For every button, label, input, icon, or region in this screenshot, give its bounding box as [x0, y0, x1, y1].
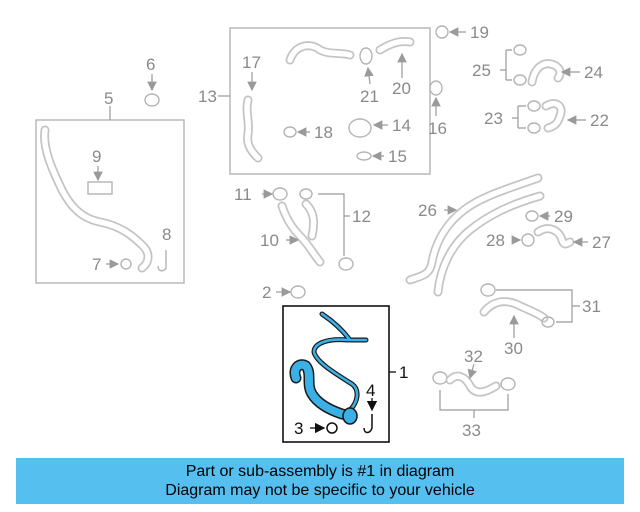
callout-27: 27 [592, 233, 611, 252]
group-13-box [229, 27, 431, 175]
callout-7: 7 [92, 255, 101, 274]
clamp-18 [283, 126, 297, 138]
callout-labels: 1 2 3 4 5 6 7 8 9 10 11 12 13 14 15 16 1… [92, 23, 611, 440]
callout-26: 26 [418, 201, 437, 220]
clip-4 [363, 414, 373, 434]
group-5 [35, 106, 185, 284]
callout-33: 33 [462, 421, 481, 440]
callout-4: 4 [366, 381, 375, 400]
clamp-21 [359, 47, 373, 65]
clamp-25a [513, 44, 527, 56]
clamp-33a [432, 371, 448, 385]
callout-13: 13 [198, 87, 217, 106]
hose-end-fitting [342, 407, 358, 425]
callout-19: 19 [470, 23, 489, 42]
callout-15: 15 [388, 147, 407, 166]
clip-15 [356, 151, 372, 161]
clamp-33b [500, 377, 516, 391]
clamp-25b [513, 74, 527, 86]
clamp-31a [480, 283, 496, 297]
callout-10: 10 [260, 231, 279, 250]
clamp-2 [290, 285, 306, 299]
callout-20: 20 [392, 79, 411, 98]
callout-22: 22 [590, 111, 609, 130]
group-13 [218, 27, 431, 175]
clamp-29 [525, 210, 539, 222]
oring-3 [326, 422, 338, 434]
clamp-12a [299, 188, 313, 200]
callout-1: 1 [399, 363, 408, 382]
callout-25: 25 [472, 61, 491, 80]
group-1-highlighted [282, 305, 396, 443]
group-1-box [282, 305, 390, 443]
callout-6: 6 [146, 55, 155, 74]
banner-line-2: Diagram may not be specific to your vehi… [165, 482, 475, 499]
group-5-box [35, 119, 185, 284]
clamp-19 [435, 25, 449, 39]
callout-2: 2 [262, 283, 271, 302]
callout-30: 30 [504, 339, 523, 358]
callout-11: 11 [234, 185, 252, 204]
oring-7 [120, 258, 132, 270]
connector-14 [348, 118, 372, 138]
callout-18: 18 [314, 123, 333, 142]
bracket-9 [87, 181, 113, 195]
callout-28: 28 [486, 231, 505, 250]
info-banner: Part or sub-assembly is #1 in diagram Di… [16, 458, 624, 504]
callout-3: 3 [294, 419, 303, 438]
clamp-23b [527, 122, 541, 134]
callout-14: 14 [392, 116, 411, 135]
callout-29: 29 [554, 207, 573, 226]
clamp-23a [527, 100, 541, 112]
banner-line-1: Part or sub-assembly is #1 in diagram [185, 463, 455, 480]
callout-5: 5 [104, 89, 113, 108]
callout-12: 12 [352, 207, 371, 226]
callout-23: 23 [484, 109, 503, 128]
callout-24: 24 [584, 63, 603, 82]
callout-16: 16 [428, 119, 447, 138]
clamp-31b [541, 316, 555, 328]
callout-8: 8 [162, 225, 171, 244]
callout-17: 17 [242, 53, 261, 72]
clamp-16 [429, 80, 443, 96]
clamp-6 [144, 93, 160, 107]
clamp-28 [521, 233, 535, 247]
clip-8 [157, 250, 167, 272]
callout-9: 9 [92, 147, 101, 166]
callout-32: 32 [464, 347, 483, 366]
clamp-11 [272, 187, 288, 201]
callout-31: 31 [582, 297, 601, 316]
clamp-12b [338, 257, 354, 271]
callout-21: 21 [360, 87, 379, 106]
